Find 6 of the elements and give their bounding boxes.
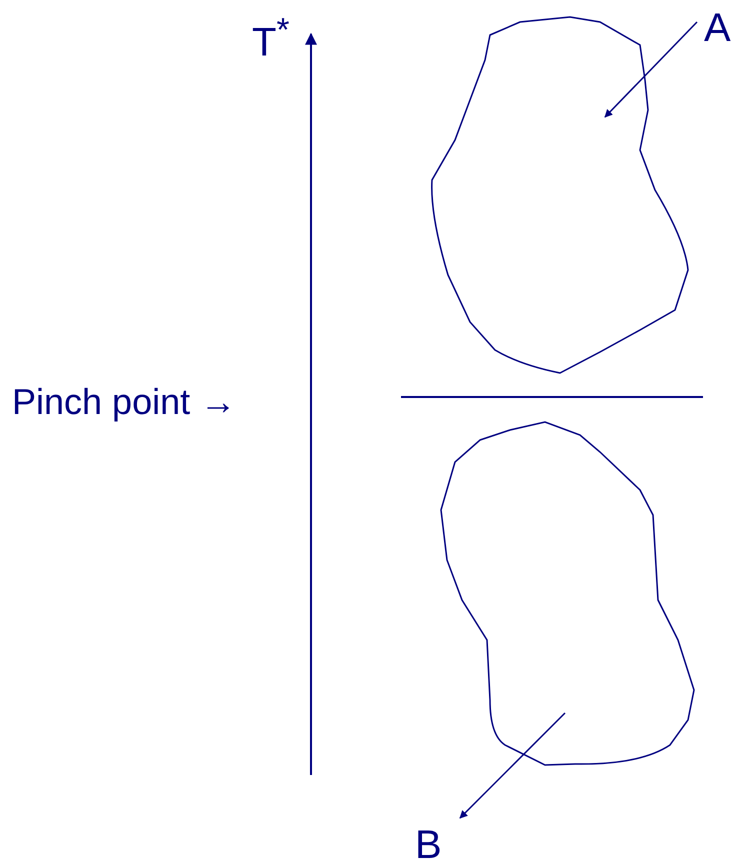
axis-label: T$^{*}$ xyxy=(252,14,290,62)
point-label: B xyxy=(415,825,442,865)
point-label: A xyxy=(704,8,731,48)
leader-arrow xyxy=(604,21,698,118)
pinch-point-label: Pinch point → xyxy=(12,384,236,420)
leader-arrow xyxy=(459,712,566,819)
